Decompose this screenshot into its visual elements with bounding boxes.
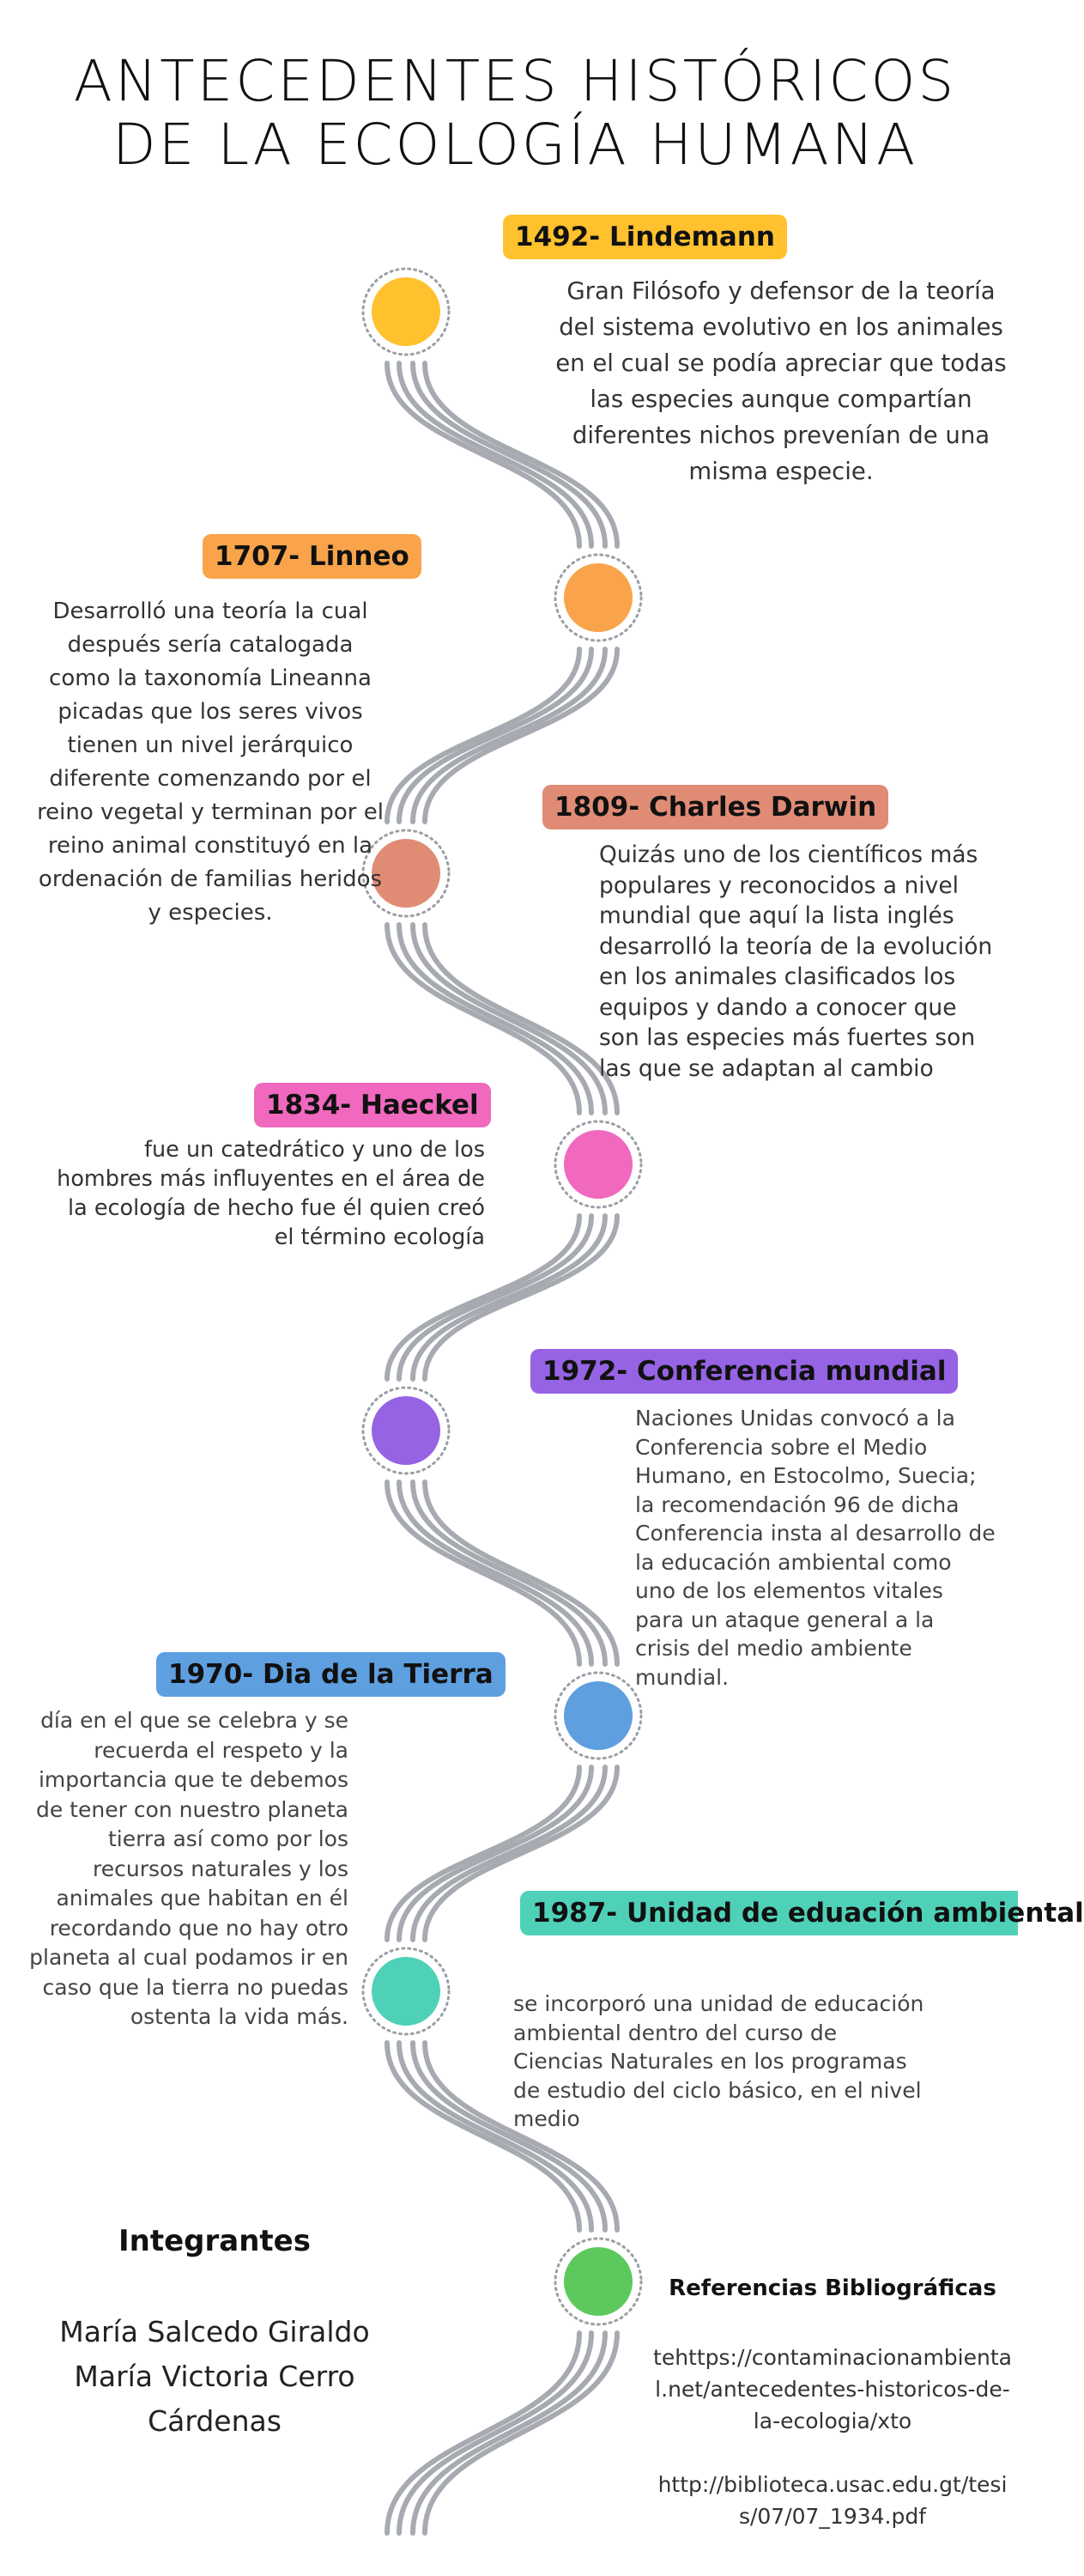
timeline-strand	[385, 647, 582, 824]
event-description-1492: Gran Filósofo y defensor de la teoría de…	[555, 277, 1007, 485]
timeline-strand	[410, 2040, 608, 2233]
integrantes-heading: Integrantes	[118, 2224, 311, 2258]
timeline-strand	[410, 361, 608, 549]
timeline-strand	[397, 647, 594, 824]
timeline-path	[361, 267, 643, 2536]
timeline-strand	[385, 1479, 582, 1667]
timeline-strand	[385, 922, 582, 1115]
event-description-1834: fue un catedrático y uno de los hombres …	[57, 1137, 485, 1250]
timeline-strand	[422, 2040, 620, 2233]
timeline-strand	[397, 922, 594, 1115]
event-label-1834: 1834- Haeckel	[254, 1083, 491, 1127]
timeline-strand	[397, 2040, 594, 2233]
timeline-strand	[422, 1765, 620, 1942]
timeline-strand	[397, 361, 594, 549]
timeline-node	[564, 563, 633, 632]
timeline-node	[564, 1130, 633, 1199]
event-description-1972: Naciones Unidas convocó a la Conferencia…	[635, 1406, 996, 1690]
references-list: tehttps://contaminacionambiental.net/ant…	[652, 2342, 1013, 2564]
timeline-node	[372, 1957, 440, 2026]
timeline-strand	[385, 2330, 582, 2536]
timeline-strand	[397, 2330, 594, 2536]
timeline-strand	[397, 1213, 594, 1382]
timeline-strand	[410, 647, 608, 824]
timeline-strand	[410, 922, 608, 1115]
member-name: María Victoria Cerro	[74, 2360, 355, 2393]
event-label-1492: 1492- Lindemann	[503, 215, 787, 259]
title-line-2: DE LA ECOLOGÍA HUMANA	[112, 112, 918, 178]
timeline-strand	[422, 1479, 620, 1667]
timeline-strand	[410, 2330, 608, 2536]
references-heading: Referencias Bibliográficas	[669, 2275, 996, 2301]
timeline-strand	[410, 1213, 608, 1382]
member-name: María Salcedo Giraldo	[59, 2315, 370, 2348]
reference-link[interactable]: http://biblioteca.usac.edu.gt/tesis/07/0…	[657, 2472, 1008, 2529]
timeline-strand	[422, 647, 620, 824]
timeline-strand	[385, 361, 582, 549]
event-label-1970: 1970- Dia de la Tierra	[156, 1652, 506, 1697]
timeline-node	[372, 277, 440, 346]
event-description-1987: se incorporó una unidad de educación amb…	[513, 1991, 924, 2131]
reference-link[interactable]: tehttps://contaminacionambiental.net/ant…	[653, 2345, 1012, 2433]
timeline-node	[564, 2247, 633, 2316]
event-label-1809: 1809- Charles Darwin	[542, 785, 889, 829]
timeline-strand	[422, 1213, 620, 1382]
member-name: Cárdenas	[148, 2404, 282, 2438]
page-title: ANTECEDENTES HISTÓRICOS DE LA ECOLOGÍA H…	[0, 50, 1030, 177]
members-list: María Salcedo Giraldo María Victoria Cer…	[17, 2310, 412, 2444]
timeline-strand	[385, 1213, 582, 1382]
timeline-strand	[422, 361, 620, 549]
timeline-strand	[397, 1479, 594, 1667]
timeline-node	[564, 1681, 633, 1750]
timeline-node	[372, 1396, 440, 1465]
timeline-strand	[385, 1765, 582, 1942]
timeline-strand	[422, 922, 620, 1115]
timeline-strand	[397, 1765, 594, 1942]
timeline-strand	[410, 1479, 608, 1667]
event-label-1707: 1707- Linneo	[203, 534, 421, 579]
timeline-node	[372, 839, 440, 908]
timeline-strand	[422, 2330, 620, 2536]
title-line-1: ANTECEDENTES HISTÓRICOS	[73, 48, 957, 114]
event-description-1809: Quizás uno de los científicos más popula…	[599, 841, 993, 1082]
timeline-strand	[410, 1765, 608, 1942]
event-label-1987: 1987- Unidad de eduación ambiental	[520, 1891, 1084, 1935]
timeline-strand	[385, 2040, 582, 2233]
event-description-1970: día en el que se celebra y se recuerda e…	[29, 1708, 348, 2029]
event-label-1972: 1972- Conferencia mundial	[530, 1349, 959, 1394]
event-description-1707: Desarrolló una teoría la cual después se…	[37, 598, 384, 926]
